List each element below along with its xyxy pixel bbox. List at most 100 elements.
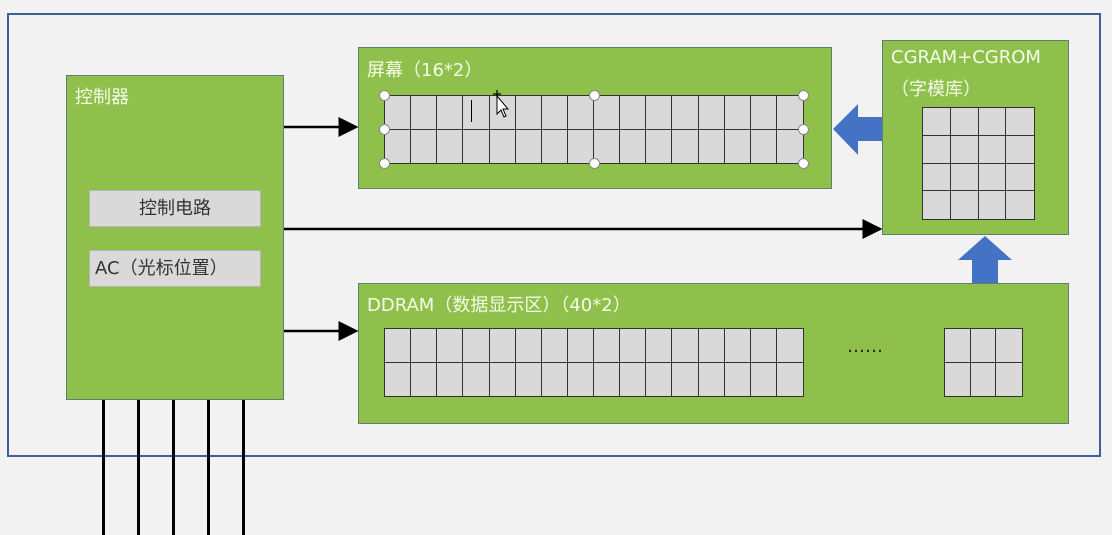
grid-cell bbox=[646, 329, 673, 363]
grid-cell bbox=[620, 329, 647, 363]
grid-cell bbox=[620, 129, 647, 163]
pin-line bbox=[242, 400, 245, 535]
resize-handle[interactable] bbox=[798, 158, 809, 169]
ddram-grid bbox=[384, 328, 804, 397]
grid-cell bbox=[698, 96, 725, 130]
grid-cell bbox=[725, 362, 751, 396]
grid-cell bbox=[463, 129, 490, 163]
pin-line bbox=[207, 400, 210, 535]
grid-cell bbox=[978, 163, 1007, 192]
screen-title: 屏幕（16*2） bbox=[367, 60, 483, 81]
grid-cell bbox=[385, 329, 412, 363]
grid-cell bbox=[489, 329, 516, 363]
resize-handle[interactable] bbox=[589, 158, 600, 169]
text-cursor bbox=[471, 100, 472, 122]
grid-cell bbox=[672, 362, 699, 396]
grid-cell bbox=[672, 129, 699, 163]
grid-cell bbox=[996, 329, 1022, 363]
grid-cell bbox=[542, 129, 568, 163]
grid-cell bbox=[490, 362, 516, 396]
resize-handle[interactable] bbox=[379, 124, 390, 135]
grid-cell bbox=[672, 329, 699, 363]
grid-cell bbox=[385, 362, 412, 396]
grid-cell bbox=[970, 329, 997, 363]
ddram-ellipsis: …… bbox=[847, 336, 883, 357]
grid-cell bbox=[698, 329, 725, 363]
grid-cell bbox=[978, 108, 1007, 136]
system-frame bbox=[7, 13, 1101, 457]
grid-cell bbox=[923, 163, 951, 192]
grid-cell bbox=[542, 362, 568, 396]
mouse-pointer-icon bbox=[493, 90, 510, 118]
grid-cell bbox=[411, 329, 438, 363]
resize-handle[interactable] bbox=[798, 90, 809, 101]
grid-cell bbox=[594, 129, 621, 163]
grid-cell bbox=[437, 329, 464, 363]
grid-cell bbox=[1006, 136, 1034, 164]
ddram-tail-grid bbox=[944, 328, 1023, 397]
grid-cell bbox=[923, 108, 951, 136]
grid-cell bbox=[594, 362, 621, 396]
grid-cell bbox=[516, 129, 542, 163]
grid-cell bbox=[1006, 108, 1034, 136]
grid-cell bbox=[724, 329, 751, 363]
resize-handle[interactable] bbox=[379, 90, 390, 101]
resize-handle[interactable] bbox=[589, 90, 600, 101]
grid-cell bbox=[950, 135, 979, 164]
grid-cell bbox=[646, 129, 673, 163]
resize-handle[interactable] bbox=[379, 158, 390, 169]
grid-cell bbox=[541, 329, 568, 363]
grid-cell bbox=[751, 362, 777, 396]
grid-cell bbox=[437, 96, 464, 130]
grid-cell bbox=[699, 362, 725, 396]
grid-cell bbox=[951, 191, 979, 219]
grid-cell bbox=[568, 362, 594, 396]
pin-line bbox=[102, 400, 105, 535]
pin-line bbox=[172, 400, 175, 535]
grid-cell bbox=[385, 96, 412, 130]
block-arrow-cgram-to-screen bbox=[833, 104, 882, 155]
grid-cell bbox=[490, 129, 516, 163]
cgram-grid bbox=[922, 107, 1035, 220]
controller-title: 控制器 bbox=[75, 87, 129, 108]
grid-cell bbox=[945, 329, 971, 363]
ac-cursor-box: AC（光标位置） bbox=[89, 250, 261, 287]
grid-cell bbox=[750, 329, 777, 363]
control-circuit-box: 控制电路 bbox=[89, 190, 261, 227]
grid-cell bbox=[411, 96, 438, 130]
grid-cell bbox=[923, 135, 951, 164]
grid-cell bbox=[385, 129, 412, 163]
grid-cell bbox=[699, 129, 725, 163]
grid-cell bbox=[725, 129, 751, 163]
cgram-title: CGRAM+CGROM bbox=[891, 47, 1041, 68]
grid-cell bbox=[541, 96, 568, 130]
grid-cell bbox=[515, 96, 542, 130]
grid-cell bbox=[672, 96, 699, 130]
grid-cell bbox=[724, 96, 751, 130]
grid-cell bbox=[594, 96, 621, 130]
grid-cell bbox=[567, 96, 594, 130]
grid-cell bbox=[776, 329, 803, 363]
grid-cell bbox=[776, 96, 803, 130]
grid-cell bbox=[437, 129, 464, 163]
grid-cell bbox=[620, 362, 647, 396]
block-arrow-ddram-to-cgram bbox=[958, 236, 1012, 283]
grid-cell bbox=[620, 96, 647, 130]
resize-handle[interactable] bbox=[798, 124, 809, 135]
ddram-title: DDRAM（数据显示区）（40*2） bbox=[367, 295, 631, 316]
grid-cell bbox=[646, 362, 673, 396]
grid-cell bbox=[646, 96, 673, 130]
grid-cell bbox=[594, 329, 621, 363]
grid-cell bbox=[463, 329, 490, 363]
grid-cell bbox=[978, 135, 1007, 164]
grid-cell bbox=[979, 191, 1007, 219]
cgram-subtitle: （字模库） bbox=[891, 79, 981, 100]
grid-cell bbox=[515, 329, 542, 363]
grid-cell bbox=[945, 362, 971, 396]
grid-cell bbox=[751, 129, 777, 163]
grid-cell bbox=[411, 129, 438, 163]
grid-cell bbox=[463, 96, 490, 130]
grid-cell bbox=[516, 362, 542, 396]
grid-cell bbox=[568, 129, 594, 163]
controller-block: 控制器 控制电路 AC（光标位置） bbox=[66, 75, 284, 400]
